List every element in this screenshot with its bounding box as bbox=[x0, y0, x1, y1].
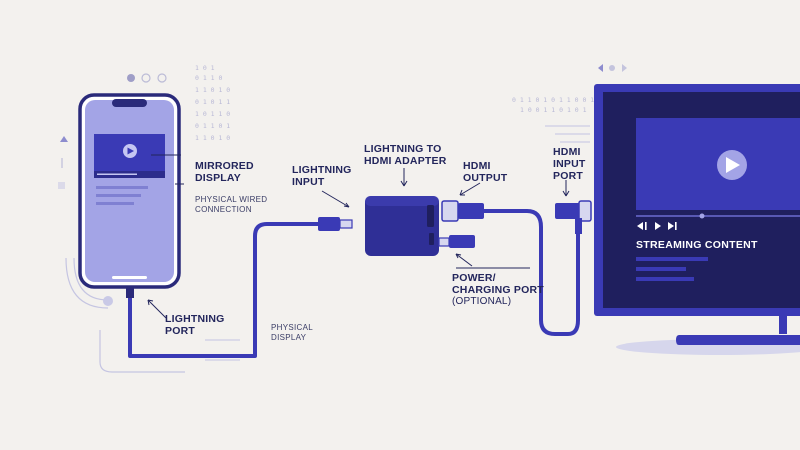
lightning-to-hdmi-adapter bbox=[365, 196, 439, 256]
hdmi-input-port-line-3: PORT bbox=[553, 170, 583, 182]
mirrored-display-line-2: DISPLAY bbox=[195, 172, 241, 184]
adapter-line-2: HDMI ADAPTER bbox=[364, 155, 447, 167]
svg-text:1 0 1 1 0: 1 0 1 1 0 bbox=[195, 110, 230, 118]
lightning-port-line-2: PORT bbox=[165, 325, 195, 337]
lightning-input-line-1: LIGHTNING bbox=[292, 164, 352, 176]
hdmi-input-port-label: HDMI INPUT PORT bbox=[553, 146, 586, 182]
optional-note: (OPTIONAL) bbox=[452, 296, 512, 307]
smartphone bbox=[78, 93, 181, 289]
power-charging-port-label: POWER/ CHARGING PORT (OPTIONAL) bbox=[452, 272, 544, 308]
hdmi-output-line-1: HDMI bbox=[463, 160, 491, 172]
streaming-content-title: STREAMING CONTENT bbox=[636, 239, 758, 251]
mirrored-display-label: MIRRORED DISPLAY bbox=[195, 160, 254, 184]
svg-text:0 1 1 0 1 0 1 1 0 0 1: 0 1 1 0 1 0 1 1 0 0 1 bbox=[512, 96, 594, 104]
svg-text:0 1 1 0: 0 1 1 0 bbox=[195, 74, 222, 82]
lightning-port-label: LIGHTNING PORT bbox=[165, 313, 225, 337]
hdmi-cable bbox=[441, 200, 592, 336]
lightning-plug bbox=[318, 217, 340, 231]
svg-text:1 0 0 1 1 0 1 0 1: 1 0 0 1 1 0 1 0 1 bbox=[520, 106, 587, 114]
adapter-line-1: LIGHTNING to bbox=[364, 143, 442, 155]
power-connector bbox=[438, 235, 475, 248]
lightning-input-line-2: INPUT bbox=[292, 176, 325, 188]
physical-wired-connection-label: PHYSICAL WIRED CONNECTION bbox=[195, 195, 267, 215]
hdmi-output-label: HDMI OUTPUT bbox=[463, 160, 507, 184]
mirrored-display-line-1: MIRRORED bbox=[195, 160, 254, 172]
physical-display-line-1: PHYSICAL bbox=[271, 323, 313, 332]
svg-text:1 1 0 1 0: 1 1 0 1 0 bbox=[195, 134, 230, 142]
power-charging-port-line-2: CHARGING PORT bbox=[452, 284, 544, 296]
physical-display-line-2: DISPLAY bbox=[271, 333, 307, 342]
tv-playback-controls bbox=[637, 222, 677, 230]
decorative-lines bbox=[205, 125, 590, 361]
leader-arrows bbox=[147, 154, 570, 319]
physical-wired-connection-line-2: CONNECTION bbox=[195, 205, 252, 214]
hdmi-input-port-line-1: HDMI bbox=[553, 146, 581, 158]
decorative-background bbox=[58, 64, 627, 189]
decorative-code-pattern: 1 0 1 0 1 1 0 1 1 0 1 0 0 1 0 1 1 1 0 1 … bbox=[195, 64, 594, 142]
lightning-port-line-1: LIGHTNING bbox=[165, 313, 225, 325]
physical-wired-connection-line-1: PHYSICAL WIRED bbox=[195, 195, 268, 204]
physical-display-label: PHYSICAL DISPLAY bbox=[271, 323, 313, 343]
hdmi-input-port-line-2: INPUT bbox=[553, 158, 586, 170]
lightning-input-label: LIGHTNING INPUT bbox=[292, 164, 352, 188]
adapter-label: LIGHTNING to HDMI ADAPTER bbox=[364, 143, 447, 167]
svg-text:0 1 1 0 1: 0 1 1 0 1 bbox=[195, 122, 230, 130]
svg-text:1 0 1: 1 0 1 bbox=[195, 64, 215, 72]
television bbox=[594, 84, 800, 355]
lightning-connector-tip bbox=[339, 219, 353, 229]
svg-text:1 1 0 1 0: 1 1 0 1 0 bbox=[195, 86, 230, 94]
svg-text:0 1 0 1 1: 0 1 0 1 1 bbox=[195, 98, 230, 106]
power-charging-port-line-1: POWER/ bbox=[452, 272, 496, 284]
hdmi-output-line-2: OUTPUT bbox=[463, 172, 508, 184]
decorative-arcs bbox=[65, 257, 185, 373]
lightning-cable bbox=[103, 217, 353, 358]
